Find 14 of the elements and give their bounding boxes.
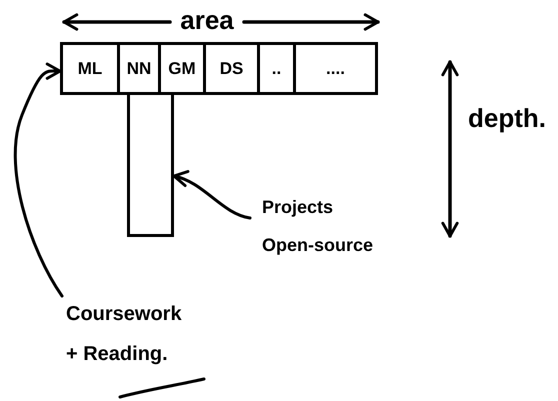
- topic-cell: ML: [63, 45, 117, 92]
- dimension-label: depth.: [468, 102, 547, 134]
- annotation-text: Coursework + Reading.: [66, 294, 188, 374]
- annotation-text: Projects Open-source: [262, 188, 382, 264]
- topic-cell: GM: [158, 45, 203, 92]
- dimension-label: area: [179, 4, 235, 36]
- topic-cell: ....: [293, 45, 375, 92]
- curved-arrow: [172, 171, 252, 220]
- skill-bar: [60, 42, 378, 95]
- topic-cell: NN: [117, 45, 158, 92]
- curved-arrow: [14, 62, 64, 298]
- depth-bar: [127, 95, 174, 237]
- topic-cell: DS: [203, 45, 257, 92]
- topic-cell: ..: [257, 45, 293, 92]
